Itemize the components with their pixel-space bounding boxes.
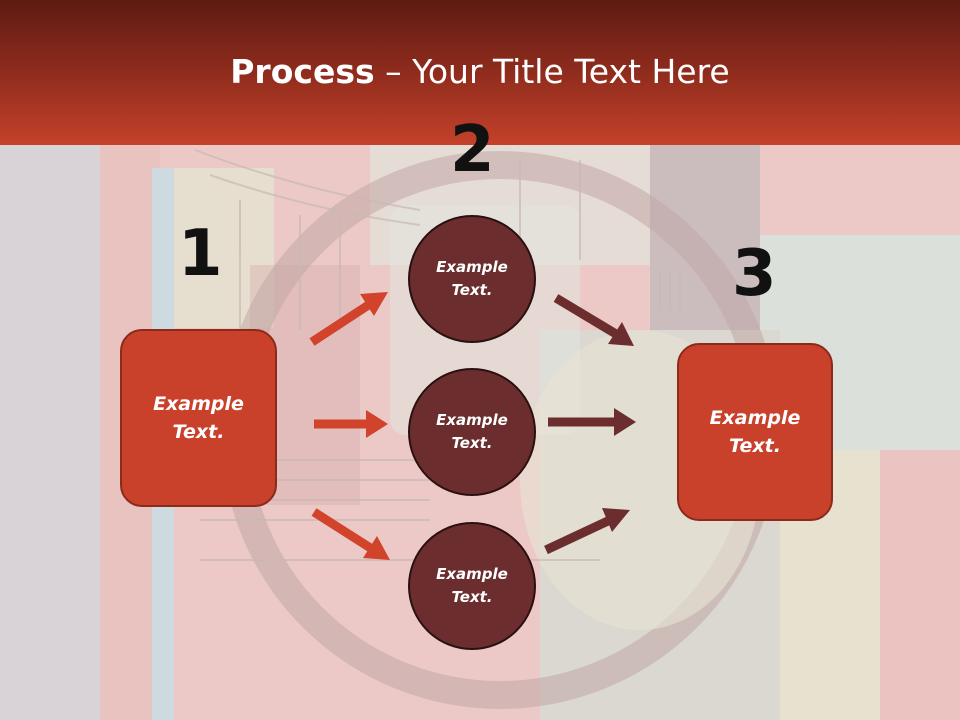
- circle-bottom-text: Example Text.: [436, 564, 508, 606]
- circle-middle-text: Example Text.: [436, 410, 508, 452]
- title-bar: [0, 0, 960, 145]
- arrow-1-to-circle-top: [309, 292, 388, 346]
- arrow-circle-top-to-3: [553, 294, 634, 346]
- step-3-box-text: Example Text.: [709, 406, 801, 458]
- step-2-circle-top: Example Text.: [408, 215, 536, 343]
- title-bold: Process: [230, 52, 375, 91]
- arrow-circle-middle-to-3: [548, 408, 636, 436]
- step-number-3: 3: [732, 237, 777, 311]
- step-2-circle-bottom: Example Text.: [408, 522, 536, 650]
- page-title: Process – Your Title Text Here: [0, 52, 960, 91]
- arrow-1-to-circle-bottom: [311, 508, 390, 560]
- title-rest: – Your Title Text Here: [374, 52, 730, 91]
- step-3-box: Example Text.: [677, 343, 833, 521]
- arrow-1-to-circle-middle: [314, 410, 388, 438]
- step-number-1: 1: [178, 217, 223, 291]
- step-2-circle-middle: Example Text.: [408, 368, 536, 496]
- arrow-circle-bottom-to-3: [544, 508, 630, 555]
- circle-top-text: Example Text.: [436, 257, 508, 299]
- step-number-2: 2: [450, 113, 495, 187]
- step-1-box-text: Example Text.: [153, 392, 244, 444]
- step-1-box: Example Text.: [120, 329, 277, 507]
